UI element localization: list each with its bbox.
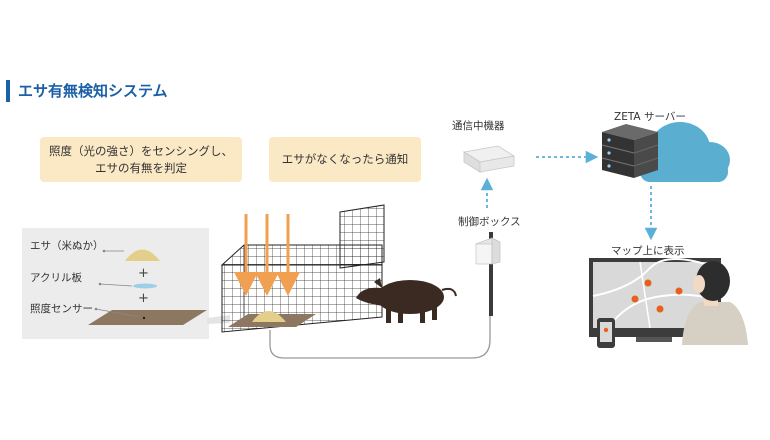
monitor-icon: [589, 258, 721, 342]
notify-note: エサがなくなったら通知: [269, 137, 421, 182]
sensing-note-line1: 照度（光の強さ）をセンシングし、: [49, 143, 233, 158]
signal-cable: [269, 270, 491, 359]
bait-pile-icon: [102, 249, 160, 261]
notify-note-text: エサがなくなったら通知: [281, 152, 409, 166]
sensor-plate-icon: [88, 307, 207, 325]
cage-bait-pile: [252, 311, 286, 322]
smartphone-icon: [597, 318, 615, 348]
plus-sign-2: +: [138, 291, 149, 306]
plus-sign-1: +: [138, 266, 149, 281]
control-box-icon: [475, 232, 501, 316]
page-title: エサ有無検知システム: [6, 80, 168, 102]
acrylic-plate-icon: [98, 282, 157, 289]
comm-device-label: 通信中機器: [452, 120, 505, 132]
acrylic-label: アクリル板: [30, 272, 82, 284]
bait-label: エサ（米ぬか）: [30, 240, 104, 252]
server-label: ZETA サーバー: [614, 111, 686, 123]
sensing-note: 照度（光の強さ）をセンシングし、 エサの有無を判定: [40, 137, 242, 182]
map-display-label: マップ上に表示: [611, 245, 685, 257]
control-box-label: 制御ボックス: [458, 216, 521, 228]
sensor-label: 照度センサー: [30, 303, 93, 315]
wild-boar-icon: [356, 278, 457, 323]
map-pin-icons: [631, 279, 683, 313]
sensing-note-line2: エサの有無を判定: [95, 160, 187, 175]
router-icon: [462, 145, 516, 173]
light-arrows: [234, 214, 300, 296]
server-icon: [601, 124, 659, 178]
person-icon: [682, 261, 748, 345]
